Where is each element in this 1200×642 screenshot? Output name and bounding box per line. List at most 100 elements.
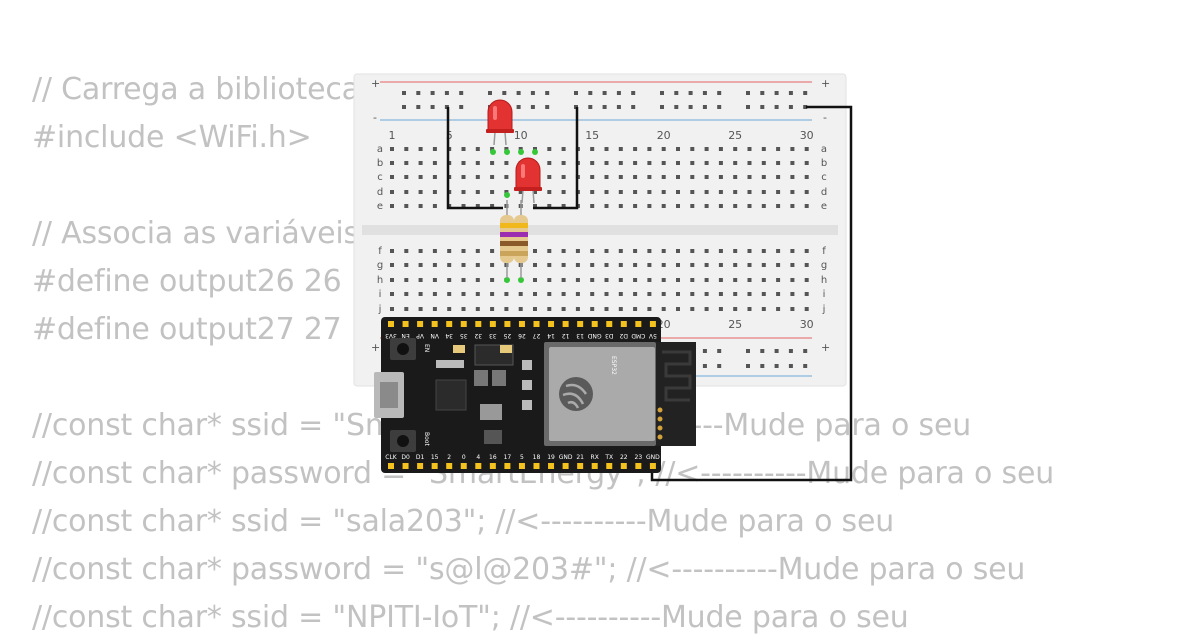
esp32-pin[interactable]: [620, 321, 627, 327]
breadboard-hole: [790, 190, 795, 194]
breadboard-hole: [404, 190, 409, 194]
rail-hole: [402, 91, 406, 95]
rail-hole: [588, 105, 593, 109]
breadboard-hole: [575, 307, 580, 311]
breadboard-hole: [504, 190, 509, 194]
breadboard-hole: [404, 307, 409, 311]
esp32-pin[interactable]: [402, 463, 409, 469]
esp32-pin[interactable]: [577, 463, 584, 469]
breadboard-hole: [704, 175, 709, 179]
breadboard-hole: [590, 278, 595, 282]
breadboard-hole: [747, 292, 752, 296]
esp32-pin[interactable]: [591, 321, 598, 327]
code-line: #define output27 27: [32, 312, 342, 347]
breadboard-hole: [404, 175, 409, 179]
code-editor[interactable]: // Carrega a biblioteca WiFi#include <Wi…: [32, 66, 1054, 642]
breadboard-hole: [590, 175, 595, 179]
esp32-pin[interactable]: [446, 321, 453, 327]
breadboard-hole: [475, 190, 480, 194]
esp32-pin[interactable]: [533, 463, 540, 469]
usb-port-inner: [380, 382, 398, 408]
breadboard-hole: [404, 161, 409, 165]
esp32-pin[interactable]: [417, 463, 424, 469]
esp32-pin[interactable]: [548, 321, 555, 327]
breadboard-hole: [747, 147, 752, 151]
breadboard-hole: [604, 175, 609, 179]
esp32-pin[interactable]: [649, 321, 656, 327]
column-number: 25: [728, 129, 742, 142]
resistor-band: [500, 232, 514, 237]
breadboard-hole: [561, 204, 566, 208]
breadboard-hole: [390, 147, 394, 151]
breadboard-hole: [418, 278, 423, 282]
breadboard-hole: [432, 278, 437, 282]
breadboard-hole: [547, 204, 552, 208]
module-pad: [657, 434, 663, 440]
rail-hole: [545, 105, 550, 109]
esp32-pin[interactable]: [489, 463, 496, 469]
row-letter: a: [821, 144, 827, 155]
esp32-pin[interactable]: [446, 463, 453, 469]
breadboard-hole: [761, 161, 766, 165]
esp32-pin[interactable]: [606, 463, 613, 469]
breadboard-hole: [432, 147, 437, 151]
esp32-pin[interactable]: [475, 321, 482, 327]
breadboard-hole: [790, 278, 795, 282]
esp32-pin[interactable]: [431, 321, 438, 327]
esp32-pin[interactable]: [388, 463, 394, 469]
breadboard-hole: [418, 175, 423, 179]
breadboard-hole: [561, 249, 566, 253]
esp32-pin[interactable]: [518, 463, 525, 469]
esp32-pin[interactable]: [504, 321, 511, 327]
esp32-pin[interactable]: [591, 463, 598, 469]
breadboard-hole: [504, 292, 509, 296]
breadboard-hole: [590, 204, 595, 208]
rail-hole: [516, 91, 521, 95]
esp32-pin[interactable]: [577, 321, 584, 327]
breadboard-hole: [661, 307, 666, 311]
esp32-pin[interactable]: [431, 463, 438, 469]
breadboard-hole: [647, 292, 652, 296]
esp32-pin[interactable]: [518, 321, 525, 327]
breadboard-hole: [418, 147, 423, 151]
breadboard-hole: [590, 161, 595, 165]
breadboard-hole: [718, 249, 723, 253]
breadboard-hole: [633, 307, 638, 311]
esp32-pin[interactable]: [649, 463, 656, 469]
breadboard-hole: [804, 292, 809, 296]
breadboard-hole: [633, 204, 638, 208]
breadboard-hole: [390, 175, 394, 179]
esp32-pin[interactable]: [635, 321, 642, 327]
esp32-pin[interactable]: [460, 321, 467, 327]
esp32-pin[interactable]: [606, 321, 613, 327]
esp32-pin[interactable]: [460, 463, 467, 469]
esp32-pin[interactable]: [533, 321, 540, 327]
breadboard-hole: [676, 161, 680, 165]
esp32-pin[interactable]: [504, 463, 511, 469]
breadboard-hole: [761, 204, 766, 208]
breadboard-hole: [561, 278, 566, 282]
column-number: 10: [514, 129, 528, 142]
rail-hole: [530, 105, 535, 109]
esp32-pin[interactable]: [475, 463, 482, 469]
esp32-pin[interactable]: [402, 321, 409, 327]
rail-hole: [416, 105, 421, 109]
breadboard-hole: [704, 278, 709, 282]
esp32-pin-label: 26: [518, 332, 526, 339]
esp32-pin[interactable]: [548, 463, 555, 469]
esp32-pin[interactable]: [562, 321, 569, 327]
breadboard-hole: [418, 263, 423, 267]
esp32-pin[interactable]: [635, 463, 642, 469]
red-led: [486, 99, 514, 146]
breadboard-hole: [561, 175, 566, 179]
esp32-pin[interactable]: [562, 463, 569, 469]
breadboard-hole: [718, 263, 723, 267]
esp32-pin[interactable]: [388, 321, 394, 327]
breadboard-hole: [676, 249, 680, 253]
breadboard-hole: [590, 249, 595, 253]
esp32-pin[interactable]: [489, 321, 496, 327]
esp32-pin[interactable]: [620, 463, 627, 469]
row-letter: d: [377, 187, 383, 198]
breadboard-hole: [490, 161, 495, 165]
esp32-pin[interactable]: [417, 321, 424, 327]
